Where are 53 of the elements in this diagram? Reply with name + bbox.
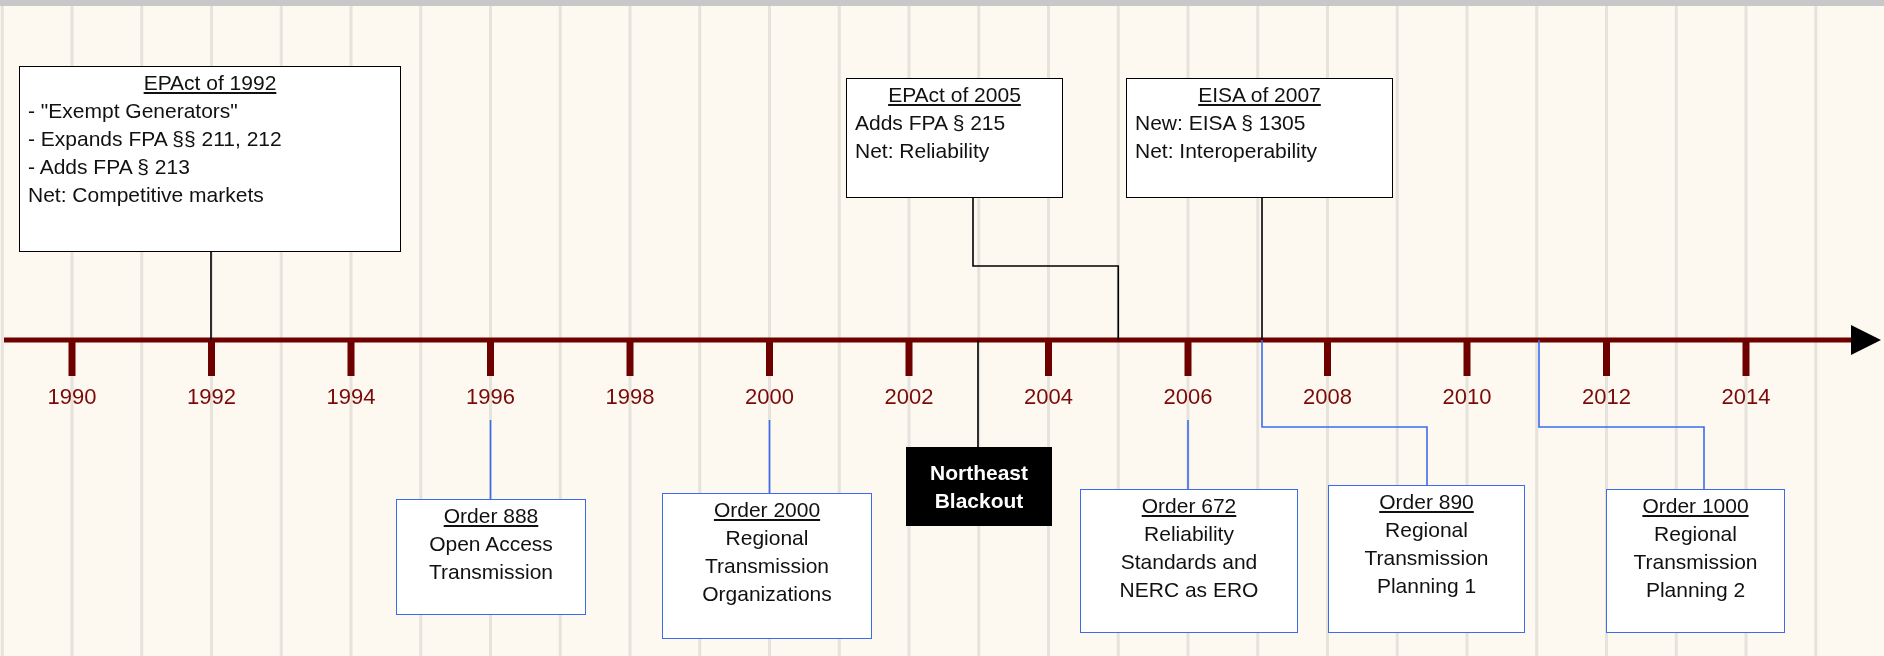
box-text: Reliability Standards and NERC as ERO — [1118, 521, 1260, 603]
year-label: 2010 — [1442, 384, 1492, 410]
year-label: 2006 — [1163, 384, 1213, 410]
box-text: New: EISA § 1305 — [1135, 110, 1307, 136]
leader-line — [1261, 339, 1428, 486]
leader-line — [972, 197, 1120, 341]
box-heading: Order 890 — [1378, 489, 1475, 515]
year-label: 2008 — [1303, 384, 1352, 410]
year-label: 2002 — [884, 384, 934, 410]
box-text: Regional Transmission Planning 1 — [1363, 517, 1490, 599]
box-text: Regional Transmission Organizations — [701, 525, 833, 607]
order-box — [662, 493, 872, 639]
box-text: Net: Interoperability — [1135, 138, 1319, 164]
year-label: 1992 — [187, 384, 236, 410]
box-heading: Order 1000 — [1641, 493, 1750, 519]
box-heading: Order 888 — [442, 503, 540, 529]
event-label: Northeast Blackout — [929, 459, 1029, 514]
leader-line — [210, 251, 212, 341]
box-text: - Expands FPA §§ 211, 212 — [28, 126, 283, 152]
year-label: 1990 — [47, 384, 97, 410]
year-label: 2004 — [1024, 384, 1073, 410]
order-box — [1606, 489, 1785, 633]
box-text: Net: Competitive markets — [28, 182, 265, 208]
box-heading: Order 2000 — [712, 497, 822, 523]
order-box — [1080, 489, 1298, 633]
box-text: Net: Reliability — [855, 138, 991, 164]
year-label: 1994 — [326, 384, 376, 410]
box-text: - "Exempt Generators" — [28, 98, 239, 124]
box-heading: EPAct of 2005 — [887, 82, 1022, 108]
event-box — [1126, 78, 1393, 198]
event-box — [19, 66, 401, 252]
year-label: 1996 — [466, 384, 515, 410]
box-text: Regional Transmission Planning 2 — [1632, 521, 1759, 603]
year-label: 1998 — [605, 384, 655, 410]
leader-line — [489, 419, 492, 500]
event-box — [906, 447, 1052, 526]
box-text: Open Access Transmission — [427, 531, 555, 585]
box-text: Adds FPA § 215 — [855, 110, 1007, 136]
leader-line — [977, 339, 979, 448]
leader-line — [1261, 197, 1263, 341]
leader-line — [1538, 339, 1705, 490]
box-text: - Adds FPA § 213 — [28, 154, 191, 180]
box-heading: EISA of 2007 — [1197, 82, 1322, 108]
order-box — [396, 499, 586, 615]
leader-line — [768, 419, 771, 494]
order-box — [1328, 485, 1525, 633]
year-label: 2000 — [745, 384, 794, 410]
box-heading: EPAct of 1992 — [142, 70, 278, 96]
leader-line — [1187, 419, 1189, 490]
box-heading: Order 672 — [1140, 493, 1238, 519]
event-box — [846, 78, 1063, 198]
year-label: 2014 — [1721, 384, 1771, 410]
year-label: 2012 — [1582, 384, 1631, 410]
